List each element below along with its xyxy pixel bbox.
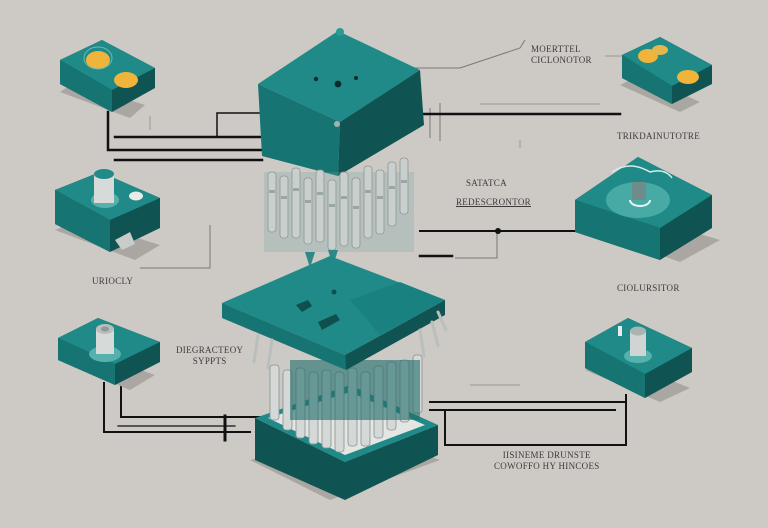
label-top-right-line1: MOERTTEL (531, 44, 581, 54)
socket-side (255, 418, 438, 500)
label-bottom-line1: IISINEME DRUNSTE (502, 450, 591, 460)
yellow-disk-icon (638, 49, 658, 63)
cylinder-icon (94, 173, 114, 203)
label-right-middle: CIOLURSITOR (617, 283, 680, 293)
chip-notch-icon (318, 314, 340, 330)
yellow-disk-icon (652, 45, 668, 55)
label-top-right: MOERTTEL CICLONOTOR (531, 44, 592, 66)
module-top-right[interactable] (622, 37, 712, 104)
yellow-pad-icon (86, 51, 110, 69)
chip-plate-right-edge (345, 300, 445, 370)
cube-hole-icon (334, 80, 342, 88)
guide-lines (140, 39, 645, 386)
module-low-right[interactable] (585, 318, 692, 398)
label-left-lower-line1: DIEGRACTEOY (176, 345, 244, 355)
cube-hole-icon (354, 76, 358, 80)
cube-corner-bolt-icon (334, 121, 340, 127)
dish-stem-icon (632, 182, 646, 200)
cube-hole-icon (313, 76, 319, 82)
label-left-lower-line2: SYPPTS (192, 356, 227, 366)
label-bottom: IISINEME DRUNSTE COWOFFO HY HINCOES (494, 450, 600, 472)
label-left-lower: DIEGRACTEOY SYPPTS (176, 345, 243, 367)
indicator-bar-icon (618, 326, 622, 336)
chip-notch-icon (296, 300, 312, 312)
module-mid-left[interactable] (55, 169, 160, 252)
chip-top-plate (222, 256, 445, 355)
pin-array-top (264, 157, 414, 268)
label-right-upper: TRIKDAINUTOTRE (617, 131, 701, 141)
yellow-pad-icon (114, 72, 138, 88)
cube-left-face (258, 84, 340, 176)
main-cube[interactable] (258, 28, 424, 176)
label-bottom-line2: COWOFFO HY HINCOES (494, 461, 600, 471)
module-low-left[interactable] (58, 318, 160, 385)
chip-plate-inset (350, 282, 445, 335)
side-pins (252, 310, 448, 370)
chip-base[interactable] (222, 256, 448, 500)
cube-corner-bolt-icon (336, 28, 344, 36)
label-center-main: REDESCRONTOR (456, 197, 531, 207)
cube-right-face (338, 70, 424, 176)
yellow-disk-icon (677, 70, 699, 84)
module-mid-right[interactable] (575, 157, 712, 260)
cube-top-face (258, 31, 420, 122)
label-left-middle: URIOCLY (92, 276, 134, 286)
label-center-small: SATATCA (466, 178, 507, 188)
chip-plate-left-edge (222, 303, 346, 370)
cylinder-icon (630, 330, 646, 356)
label-top-right-line2: CICLONOTOR (531, 55, 592, 65)
chip-hole-icon (331, 289, 337, 295)
button-dot-icon (129, 191, 143, 201)
wires (103, 110, 627, 446)
wire-junction (495, 228, 501, 234)
cylinder-icon (96, 328, 114, 354)
module-top-left[interactable] (60, 40, 155, 112)
